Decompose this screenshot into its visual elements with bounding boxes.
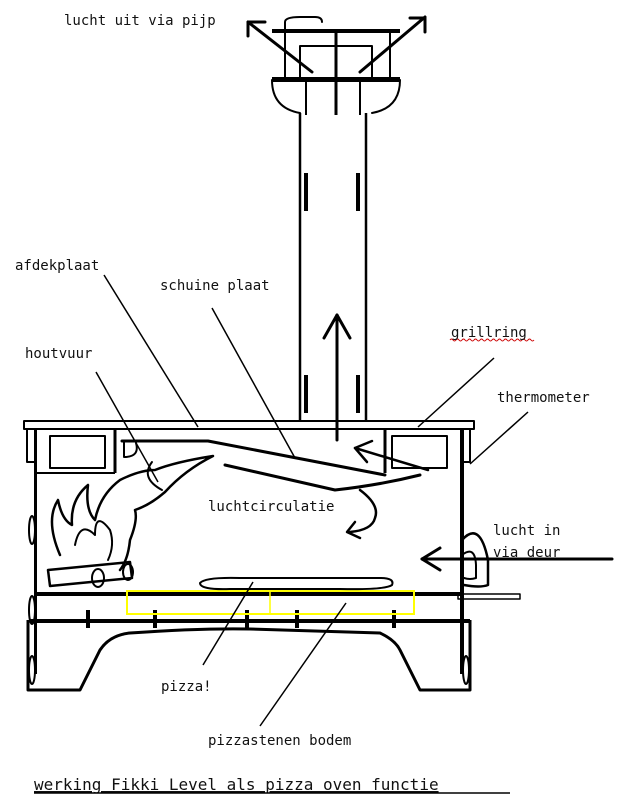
label-grill-ring: grillring: [451, 325, 527, 341]
circulation-arrows: [345, 439, 430, 540]
chimney-cap: [271, 16, 401, 115]
door-handle: [457, 532, 521, 600]
spellcheck-underline: [449, 338, 535, 342]
air-in-arrow: [420, 546, 614, 572]
label-pizza: pizza!: [161, 679, 212, 695]
air-up-arrow: [322, 313, 352, 442]
oven-body: [23, 420, 475, 692]
fire-icon: [46, 454, 215, 588]
label-cover-plate: afdekplaat: [15, 258, 99, 274]
label-air-out: lucht uit via pijp: [64, 13, 216, 29]
pizza-shape: [199, 576, 394, 591]
label-air-in-1: lucht in: [493, 523, 560, 539]
label-air-circulation: luchtcirculatie: [208, 499, 334, 515]
diagram-title: werking Fikki Level als pizza oven funct…: [34, 775, 439, 794]
label-slanted-plate: schuine plaat: [160, 278, 270, 294]
label-thermometer: thermometer: [497, 390, 590, 406]
chimney-pipe: [298, 113, 368, 422]
label-wood-fire: houtvuur: [25, 346, 92, 362]
leader-lines: [95, 274, 529, 727]
label-stone-floor: pizzastenen bodem: [208, 733, 351, 749]
air-out-arrows: [246, 15, 427, 74]
pizza-stone: [126, 590, 415, 615]
label-air-in-2: via deur: [493, 545, 560, 561]
